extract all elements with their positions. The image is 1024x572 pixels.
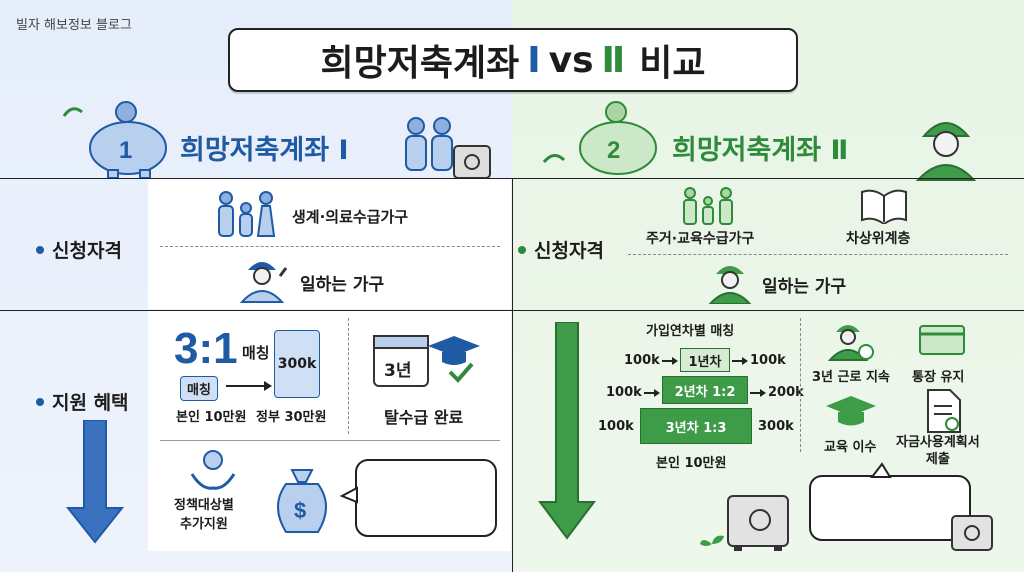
worker-check-icon	[828, 325, 874, 361]
family-green-icon	[683, 187, 733, 225]
left-eligibility-label: 신청자격	[36, 236, 122, 263]
dashed-divider	[628, 254, 1008, 255]
book-icon	[861, 189, 907, 224]
arrow-right-icon	[226, 381, 272, 391]
arrow-right-icon	[644, 389, 660, 397]
empty-speech-bubble-right	[809, 462, 971, 541]
safe-icon	[727, 495, 789, 551]
gov-amount-block: 300k	[274, 330, 320, 398]
dashed-divider-vertical	[348, 318, 349, 434]
pyramid-title: 가입연차별 매칭	[646, 324, 735, 339]
family-small-icon	[218, 191, 276, 237]
hands-coin-icon	[190, 450, 236, 490]
dashed-divider-vertical	[800, 318, 801, 452]
empty-speech-bubble	[340, 459, 497, 537]
arrow-right-icon	[662, 357, 678, 365]
complete-label: 탈수급 완료	[384, 408, 464, 427]
pyramid-step-3: 3년차 1:3	[640, 408, 752, 444]
extra-support-label: 정책대상별 추가지원	[174, 498, 234, 532]
condition-4: 자금사용계획서 제출	[896, 435, 980, 467]
pyramid-1-left: 100k	[624, 353, 660, 368]
right-eligibility-item-1: 주거·교육수급가구	[646, 231, 755, 247]
money-bag-symbol: $	[294, 498, 306, 523]
blog-name: 빌자 해보정보 블로그	[16, 18, 132, 33]
ratio-text: 3:1	[174, 324, 238, 373]
right-eligibility-item-3: 일하는 가구	[762, 277, 847, 297]
worker-wrench-icon	[239, 262, 288, 303]
left-eligibility-item-2: 일하는 가구	[300, 275, 385, 295]
pyramid-step-2: 2년차 1:2	[662, 376, 748, 404]
money-bag-icon: $	[277, 469, 327, 533]
bullet-dot	[518, 245, 526, 254]
right-header: 희망저축계좌 Ⅱ	[672, 135, 849, 166]
condition-1: 3년 근로 지속	[812, 370, 890, 385]
ratio-suffix: 매칭	[242, 344, 270, 362]
family-icon	[405, 117, 491, 179]
graduation-cap-icon	[826, 396, 876, 426]
bullet-dot	[36, 245, 44, 254]
dashed-divider	[160, 246, 500, 247]
divider-center	[512, 178, 513, 572]
arrow-right-icon	[750, 389, 766, 397]
benefit-inner-divider	[160, 440, 500, 441]
bankbook-icon	[919, 325, 965, 355]
match-pill: 매칭	[180, 376, 218, 401]
left-eligibility-item-1: 생계·의료수급가구	[292, 208, 409, 226]
left-eligibility-panel	[148, 179, 511, 309]
title-roman-1: Ⅰ	[527, 39, 541, 81]
worker-icon	[915, 122, 977, 181]
sprout-icon	[700, 535, 724, 552]
down-arrow-green-icon	[538, 322, 596, 540]
calendar-graduation-icon: 3년	[373, 335, 480, 387]
worker-green-icon	[708, 266, 752, 304]
page-title: 희망저축계좌 Ⅰ vs Ⅱ 비교	[228, 28, 798, 92]
title-vs: vs	[548, 39, 594, 81]
pyramid-1-right: 100k	[750, 353, 786, 368]
piggy-bank-green-icon: 2	[542, 101, 657, 175]
title-roman-2: Ⅱ	[601, 39, 626, 81]
calendar-text: 3년	[384, 361, 411, 381]
right-eligibility-label: 신청자격	[518, 236, 604, 263]
title-main: 희망저축계좌	[320, 43, 520, 84]
bullet-dot	[36, 397, 44, 406]
title-suffix: 비교	[639, 43, 706, 84]
right-eligibility-item-2: 차상위계층	[846, 231, 911, 247]
pyramid-step-1: 1년차	[680, 348, 730, 372]
gov-amount-label: 정부 30만원	[256, 410, 327, 425]
left-benefit-label: 지원 혜택	[36, 388, 129, 415]
self-amount-label: 본인 10만원	[176, 410, 247, 425]
left-badge: 1	[119, 137, 132, 164]
condition-3: 교육 이수	[824, 440, 877, 455]
pyramid-2-right: 200k	[768, 385, 804, 400]
down-arrow-blue-icon	[66, 420, 124, 544]
left-header: 희망저축계좌 Ⅰ	[180, 135, 349, 166]
pyramid-3-right: 300k	[758, 419, 794, 434]
piggy-bank-icon: 1	[62, 101, 167, 179]
condition-2: 통장 유지	[912, 370, 965, 385]
document-check-icon	[927, 389, 961, 433]
small-safe-icon	[951, 515, 993, 551]
arrow-right-icon	[732, 357, 748, 365]
pyramid-3-left: 100k	[598, 419, 634, 434]
right-badge: 2	[607, 137, 620, 164]
right-self-amount: 본인 10만원	[656, 456, 727, 471]
pyramid-2-left: 100k	[606, 385, 642, 400]
